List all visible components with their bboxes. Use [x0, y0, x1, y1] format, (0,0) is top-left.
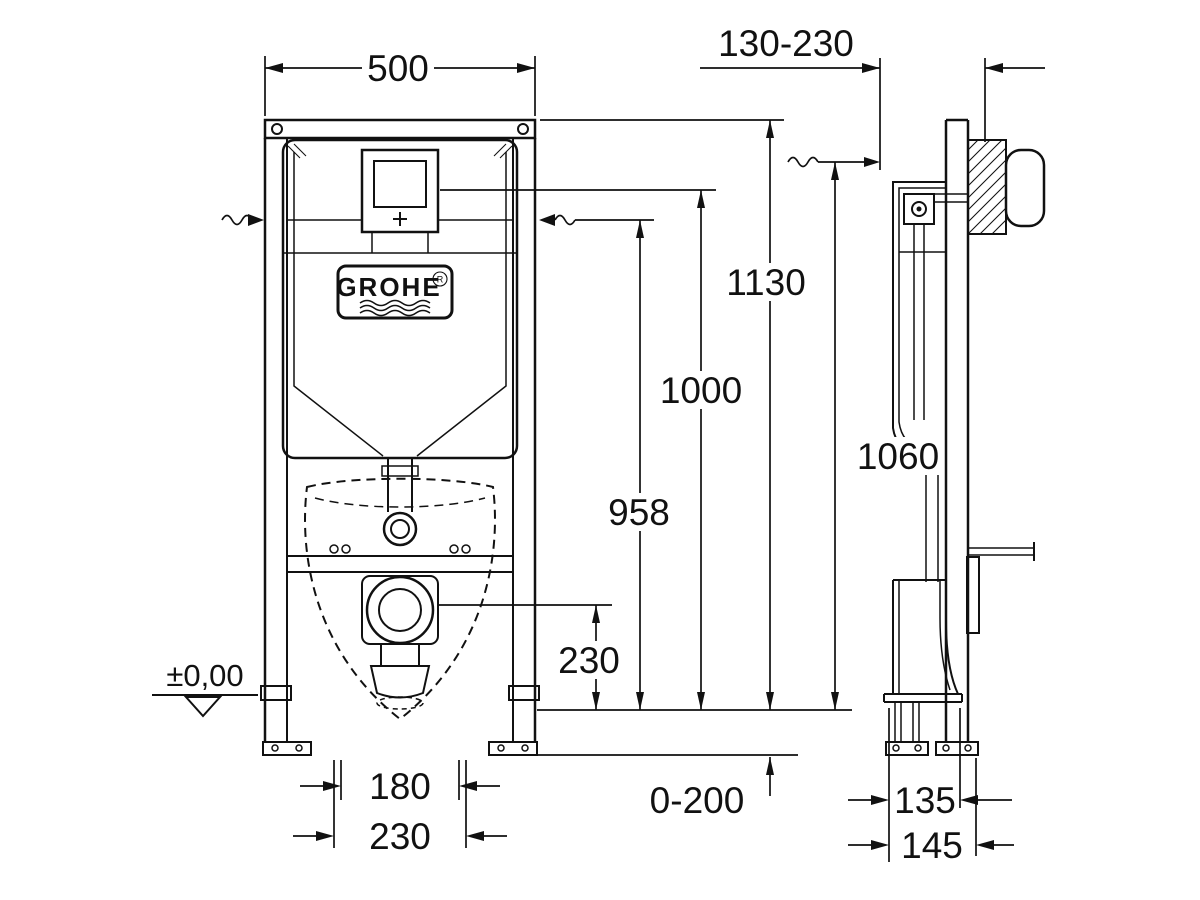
- dim-height-1000: 1000: [660, 370, 742, 411]
- fixing-plate: [966, 556, 980, 634]
- dimension-foot-adjust: 0-200: [537, 709, 852, 821]
- dim-foot-adjust-0-200: 0-200: [650, 780, 745, 821]
- frame-top-rail: [263, 118, 537, 140]
- grohe-logo: GROHE R: [336, 264, 454, 320]
- dimension-outlet-height-230: 230: [438, 604, 622, 710]
- fixing-bracket: [966, 542, 1035, 634]
- dim-width-500: 500: [367, 48, 429, 89]
- dimension-height-1060: 1060: [787, 156, 943, 710]
- dimension-depth-range: 130-230: [700, 23, 1045, 170]
- logo-wave-icon: [359, 299, 431, 307]
- frame-structure: [260, 118, 540, 742]
- datum-triangle-icon: [183, 696, 223, 718]
- dimension-bolt-spacing-180: 180: [300, 760, 500, 807]
- actuator-housing: [967, 139, 1046, 235]
- outlet-elbow: [883, 579, 963, 756]
- side-rear-foot-base: [885, 741, 929, 756]
- logo-wave-icon: [359, 304, 431, 312]
- registered-trademark-letter: R: [437, 275, 444, 285]
- datum-symbol: ±0,00: [152, 658, 258, 718]
- dimension-offset-230: 230: [293, 760, 507, 857]
- foot-clamp: [508, 685, 540, 701]
- wall-anchor-arrow-left: [221, 214, 253, 226]
- registered-trademark-icon: [432, 271, 448, 287]
- dim-depth-135: 135: [894, 780, 956, 821]
- mounting-hole-icon: [517, 123, 529, 135]
- mounting-hole-icon: [271, 123, 283, 135]
- toilet-bowl-outline: [304, 477, 496, 721]
- foot-clamp: [260, 685, 292, 701]
- dimension-height-1000: 1000: [440, 189, 745, 710]
- grohe-logo-text: GROHE: [336, 272, 441, 302]
- fill-valve: [903, 193, 935, 225]
- dimension-annotations: 500 130-230 1130 1000: [152, 23, 1045, 866]
- flush-pipe: [381, 458, 419, 547]
- cistern: [281, 138, 519, 460]
- front-view: GROHE R: [260, 118, 540, 756]
- dimension-depth-145: 145: [848, 758, 1014, 866]
- dim-height-1060: 1060: [857, 436, 939, 477]
- dim-offset-230: 230: [369, 816, 431, 857]
- flush-plate: [360, 148, 440, 253]
- wall-anchor-arrow-right: [554, 214, 576, 226]
- side-cistern: [892, 181, 968, 458]
- dimension-height-1130: 1130: [540, 119, 810, 710]
- dimension-depth-135: 135: [848, 708, 1012, 862]
- wall-anchor-arrow-side: [787, 156, 819, 168]
- left-foot: [262, 741, 312, 756]
- dim-depth-145: 145: [901, 825, 963, 866]
- dimension-width-500: 500: [264, 48, 536, 116]
- side-foot-base: [935, 741, 979, 756]
- right-foot: [488, 741, 538, 756]
- dim-height-958: 958: [608, 492, 670, 533]
- dim-depth-range: 130-230: [718, 23, 854, 64]
- dim-outlet-height-230: 230: [558, 640, 620, 681]
- dim-height-1130: 1130: [726, 262, 806, 303]
- drain-outlet: [361, 575, 439, 710]
- actuator-cap: [1004, 148, 1046, 228]
- datum-level-label: ±0,00: [166, 658, 243, 693]
- logo-wave-icon: [359, 309, 431, 317]
- dim-bolt-spacing-180: 180: [369, 766, 431, 807]
- support-crossbar: [287, 544, 513, 573]
- dimension-height-958: 958: [221, 214, 675, 710]
